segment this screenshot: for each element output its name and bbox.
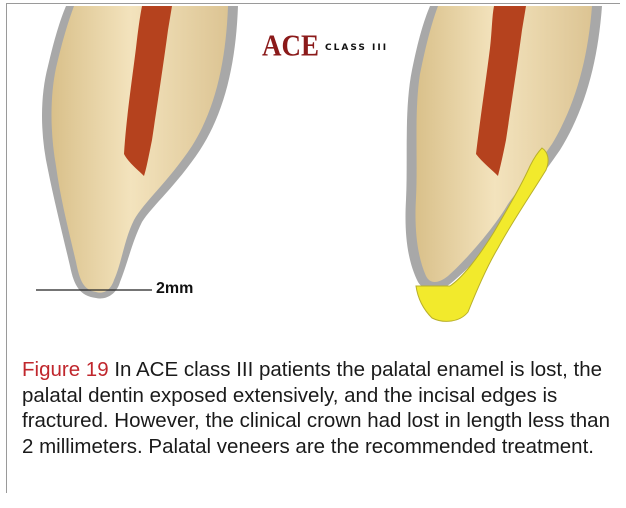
- class-title-text: CLASS III: [325, 43, 388, 53]
- caption-label: Figure 19: [22, 358, 109, 381]
- figure-caption: Figure 19 In ACE class III patients the …: [22, 357, 618, 459]
- measure-label: 2mm: [156, 280, 193, 298]
- left-tooth: [42, 6, 238, 298]
- ace-class-title: ACE CLASS III: [262, 30, 388, 61]
- ace-title-text: ACE: [262, 28, 319, 64]
- caption-text: In ACE class III patients the palatal en…: [22, 358, 610, 458]
- right-tooth: [406, 6, 603, 321]
